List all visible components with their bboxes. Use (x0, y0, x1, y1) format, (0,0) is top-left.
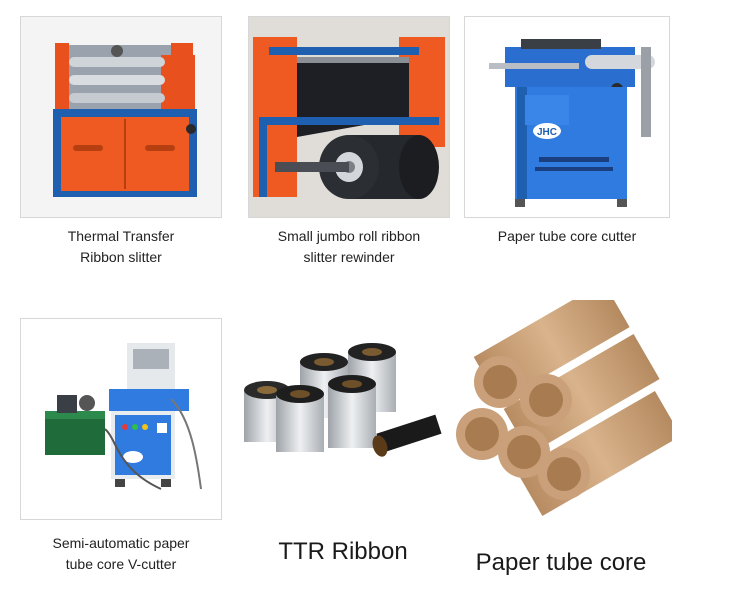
jumbo-roll-rewinder-machine-image (249, 17, 449, 217)
caption-line: Thermal Transfer (67, 228, 175, 244)
ttr-ribbon-rolls-image (244, 343, 442, 457)
caption-ribbon-slitter: Thermal Transfer Ribbon slitter (20, 226, 222, 268)
v-cutter-machine-image (21, 319, 221, 519)
caption-line: slitter rewinder (303, 249, 395, 265)
product-card-v-cutter[interactable] (20, 318, 222, 520)
caption-jumbo-roll-rewinder: Small jumbo roll ribbon slitter rewinder (248, 226, 450, 268)
product-card-ribbon-slitter[interactable] (20, 16, 222, 218)
caption-line: Semi-automatic paper (52, 535, 190, 551)
caption-line: Small jumbo roll ribbon (277, 228, 421, 244)
product-card-tube-core-cutter[interactable]: JHC (464, 16, 670, 218)
caption-v-cutter: Semi-automatic paper tube core V-cutter (20, 533, 222, 575)
caption-ttr-ribbon: TTR Ribbon (278, 538, 408, 565)
caption-tube-core-cutter: Paper tube core cutter (464, 226, 670, 247)
caption-line: Ribbon slitter (80, 249, 162, 265)
tube-core-cutter-machine-image: JHC (465, 17, 669, 217)
product-image-paper-tube-core[interactable] (452, 300, 672, 518)
product-image-ttr-ribbon[interactable] (236, 338, 450, 468)
caption-line: Paper tube core cutter (497, 228, 637, 244)
product-card-jumbo-roll-rewinder[interactable] (248, 16, 450, 218)
caption-paper-tube-core: Paper tube core (475, 549, 647, 576)
caption-line: tube core V-cutter (65, 556, 177, 572)
paper-tube-cores-image (456, 300, 672, 517)
tube-ends (456, 356, 590, 500)
ribbon-slitter-machine-image (21, 17, 221, 217)
brand-badge: JHC (537, 127, 557, 138)
